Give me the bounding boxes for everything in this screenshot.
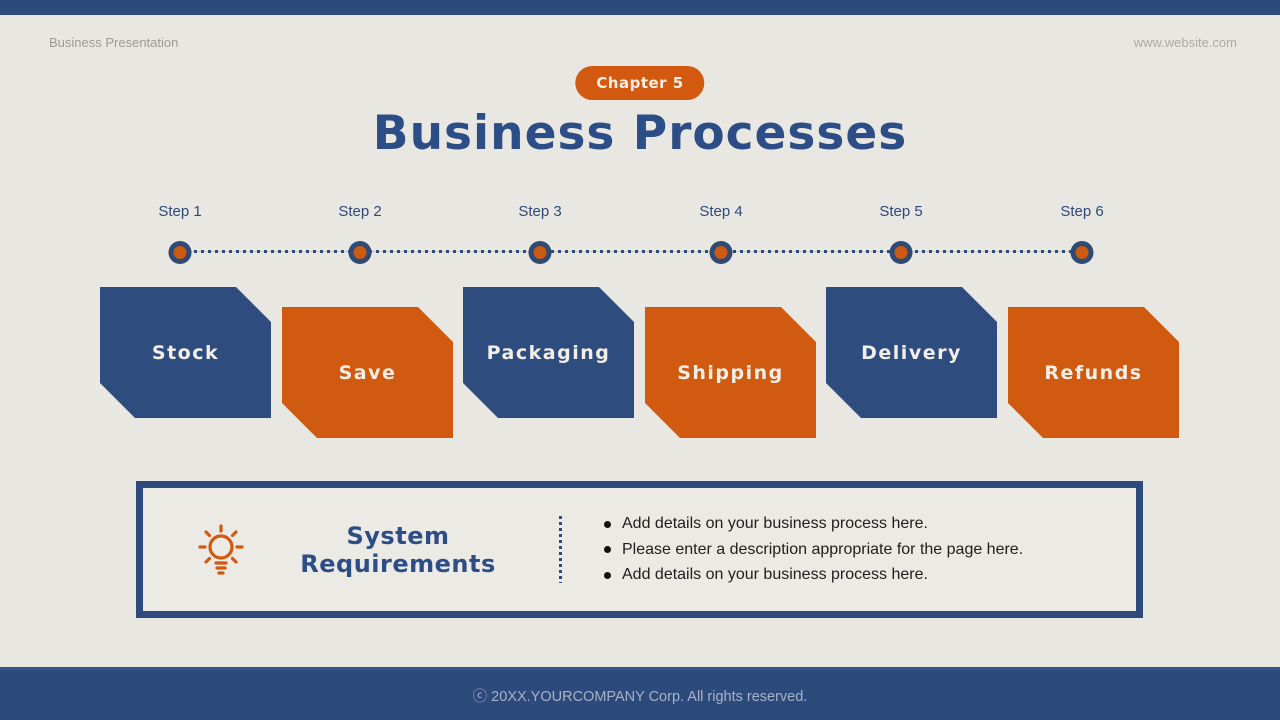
requirements-panel: System Requirements Add details on your … xyxy=(136,481,1143,618)
lightbulb-icon xyxy=(198,523,244,575)
step-dot-icon xyxy=(1070,241,1094,264)
step-dot-icon xyxy=(528,241,552,264)
timeline-step-5: Step 5 xyxy=(841,203,961,265)
step-label: Step 4 xyxy=(699,203,743,220)
slide-title: Business Processes xyxy=(372,106,908,161)
block-label: Refunds xyxy=(1044,361,1143,384)
top-accent-bar xyxy=(0,0,1280,15)
process-block-save: Save xyxy=(282,307,453,438)
step-label: Step 5 xyxy=(879,203,923,220)
step-dot-icon xyxy=(709,241,733,264)
presentation-label: Business Presentation xyxy=(49,35,179,50)
step-label: Step 2 xyxy=(338,203,382,220)
requirements-title: System Requirements xyxy=(283,522,513,578)
block-label: Delivery xyxy=(861,341,962,364)
timeline-step-4: Step 4 xyxy=(661,203,781,265)
dotted-divider xyxy=(559,516,562,583)
block-label: Save xyxy=(338,361,397,384)
bullet-item: Please enter a description appropriate f… xyxy=(604,537,1023,563)
timeline-step-3: Step 3 xyxy=(480,203,600,265)
requirements-bullet-list: Add details on your business process her… xyxy=(604,511,1023,588)
timeline-step-6: Step 6 xyxy=(1022,203,1142,265)
process-block-stock: Stock xyxy=(100,287,271,418)
process-block-delivery: Delivery xyxy=(826,287,997,418)
footer-bar: ⓒ 20XX.YOURCOMPANY Corp. All rights rese… xyxy=(0,667,1280,720)
block-label: Stock xyxy=(151,341,220,364)
block-label: Packaging xyxy=(486,341,611,364)
step-label: Step 1 xyxy=(158,203,202,220)
step-label: Step 6 xyxy=(1060,203,1104,220)
bullet-item: Add details on your business process her… xyxy=(604,562,1023,588)
timeline-step-2: Step 2 xyxy=(300,203,420,265)
website-url: www.website.com xyxy=(1133,35,1237,50)
process-block-refunds: Refunds xyxy=(1008,307,1179,438)
timeline-step-1: Step 1 xyxy=(120,203,240,265)
requirements-title-line2: Requirements xyxy=(300,549,496,578)
bullet-item: Add details on your business process her… xyxy=(604,511,1023,537)
block-label: Shipping xyxy=(677,361,784,384)
step-dot-icon xyxy=(168,241,192,264)
requirements-title-line1: System xyxy=(346,521,450,550)
step-dot-icon xyxy=(348,241,372,264)
step-dot-icon xyxy=(889,241,913,264)
process-block-packaging: Packaging xyxy=(463,287,634,418)
process-block-shipping: Shipping xyxy=(645,307,816,438)
chapter-badge: Chapter 5 xyxy=(575,66,705,100)
step-label: Step 3 xyxy=(518,203,562,220)
timeline-dotted-line xyxy=(180,250,1082,253)
copyright-text: ⓒ 20XX.YOURCOMPANY Corp. All rights rese… xyxy=(472,688,808,705)
